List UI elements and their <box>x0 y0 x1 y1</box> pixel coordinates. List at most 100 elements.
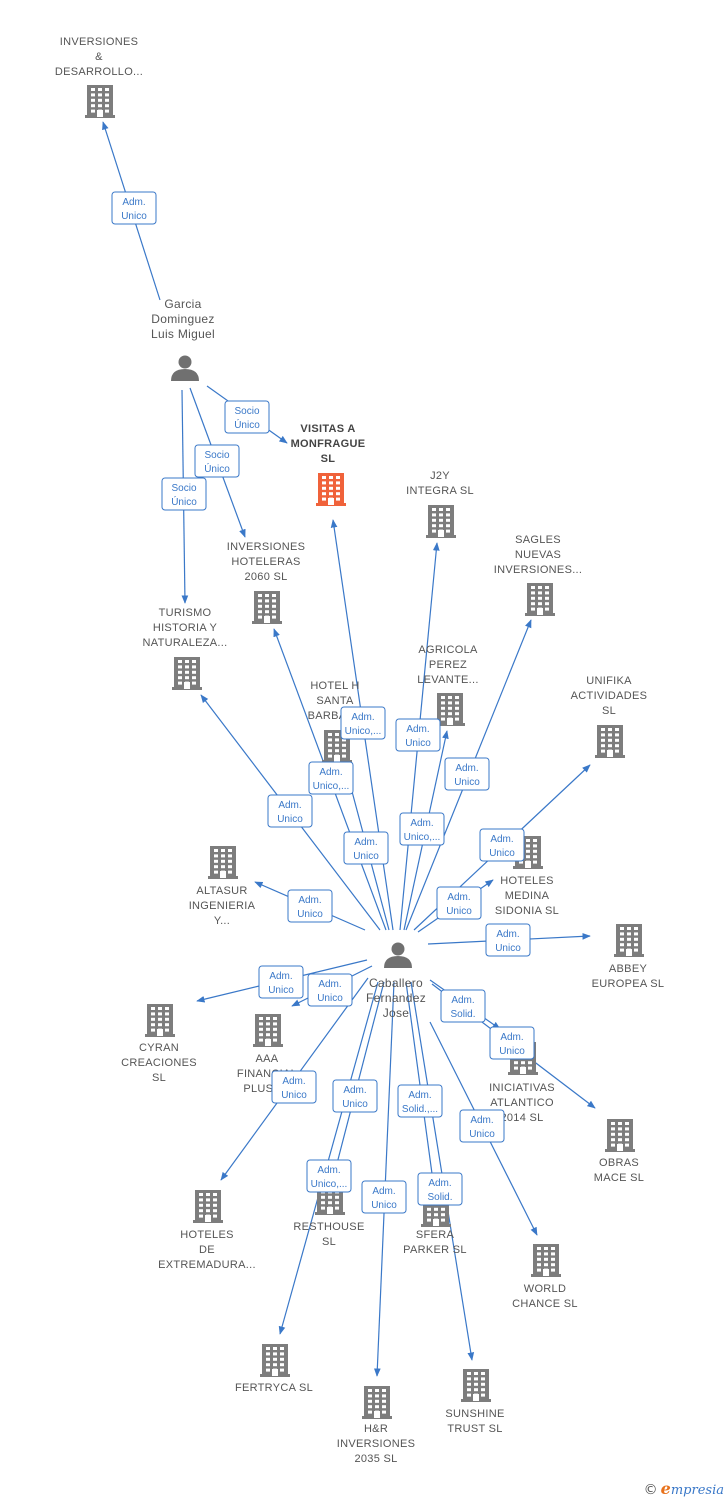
building-window <box>531 591 535 595</box>
building-window <box>448 701 452 705</box>
building-window <box>335 733 339 736</box>
node-agricola[interactable]: AGRICOLAPEREZLEVANTE... <box>417 644 478 726</box>
edge-label-caballero-to-hotel_santa[interactable]: Adm.Unico <box>343 831 389 865</box>
building-window <box>342 754 346 758</box>
edge-label-caballero-to-visitas[interactable]: Adm.Unico,... <box>340 706 386 740</box>
building-window <box>328 1195 332 1199</box>
edge-label-text: Socio <box>204 450 229 461</box>
building-door <box>157 1029 163 1036</box>
edge-label-caballero-to-aaa[interactable]: Adm.Unico <box>307 973 353 1007</box>
edge-label-caballero-to-unifika[interactable]: Adm.Unico <box>479 828 525 862</box>
building-window <box>266 1347 270 1350</box>
node-fertryca[interactable]: FERTRYCA SL <box>235 1344 313 1394</box>
edge-label-caballero-to-abbey[interactable]: Adm.Unico <box>485 923 531 957</box>
edge-label-box <box>308 761 354 795</box>
node-hoteles_extremadura[interactable]: HOTELESDEEXTREMADURA... <box>158 1190 256 1271</box>
edge-label-caballero-to-altasur[interactable]: Adm.Unico <box>287 889 333 923</box>
logo-text: mpresia <box>670 1483 724 1498</box>
edge-label-caballero-to-sunshine[interactable]: Adm.Solid. <box>417 1172 463 1206</box>
person-icon <box>171 355 199 381</box>
edge-label-caballero-to-hr[interactable]: Adm.Unico <box>361 1180 407 1214</box>
building-window <box>620 932 624 936</box>
edge-label-caballero-to-iniciativas[interactable]: Adm.Solid. <box>440 989 486 1023</box>
edge-label-box <box>436 886 482 920</box>
building-window <box>467 1393 471 1397</box>
building-window <box>265 594 269 597</box>
edge-label-caballero-to-resthouse[interactable]: Adm.Unico <box>332 1079 378 1113</box>
building-window <box>151 1023 155 1027</box>
building-window <box>192 665 196 669</box>
edge-label-text: Unico,... <box>311 1179 348 1190</box>
building-window <box>601 744 605 748</box>
node-sagles[interactable]: SAGLESNUEVASINVERSIONES... <box>494 534 583 616</box>
node-label: MEDINA <box>505 890 550 902</box>
edge-label-box <box>306 1159 352 1193</box>
building-window <box>259 1022 263 1026</box>
edge-label-text: Unico <box>297 909 323 920</box>
node-label: EUROPEA SL <box>592 978 665 990</box>
edge-label-box <box>332 1079 378 1113</box>
node-inversiones_desarrollo[interactable]: INVERSIONES&DESARROLLO... <box>55 36 143 118</box>
node-label: MONFRAGUE <box>291 438 366 450</box>
building-window <box>214 859 218 863</box>
building-window <box>91 109 95 113</box>
node-label: Caballero <box>369 976 423 990</box>
building-window <box>611 1143 615 1147</box>
building-window <box>105 104 109 108</box>
edge-label-caballero-to-inv_hoteleras[interactable]: Adm.Unico,... <box>308 761 354 795</box>
building-window <box>185 670 189 674</box>
edge-label-caballero-to-sagles[interactable]: Adm.Unico <box>444 757 490 791</box>
edge-label-caballero-to-obras[interactable]: Adm.Unico <box>489 1026 535 1060</box>
building-door <box>520 1067 526 1074</box>
edge-label-caballero-to-j2y[interactable]: Adm.Unico <box>395 718 441 752</box>
building-window <box>272 594 276 597</box>
edge-label-caballero-to-sfera[interactable]: Adm.Solid.,... <box>397 1084 443 1118</box>
building-icon <box>461 1369 491 1402</box>
empresia-logo[interactable]: ©empresia <box>644 1479 724 1498</box>
building-window <box>273 1363 277 1367</box>
building-window <box>266 1017 270 1020</box>
building-window <box>178 681 182 685</box>
building-window <box>266 1357 270 1361</box>
building-window <box>214 865 218 869</box>
building-window <box>608 728 612 731</box>
node-label: SL <box>321 453 336 465</box>
edge-label-text: Unico <box>277 814 303 825</box>
building-window <box>608 738 612 742</box>
node-label: ATLANTICO <box>490 1097 554 1109</box>
node-altasur[interactable]: ALTASURINGENIERIAY... <box>189 846 256 927</box>
building-window <box>551 1257 555 1261</box>
building-window <box>335 1195 339 1199</box>
edge-label-caballero-to-cyran[interactable]: Adm.Unico <box>258 965 304 999</box>
edge-label-caballero-to-hoteles_medina[interactable]: Adm.Unico <box>436 886 482 920</box>
edge-label-garcia-to-inversiones_desarrollo[interactable]: Adm.Unico <box>111 191 157 225</box>
building-window <box>335 1206 339 1210</box>
person-head <box>178 355 192 369</box>
edge-label-caballero-to-agricola[interactable]: Adm.Unico,... <box>399 812 445 846</box>
building-window <box>280 1368 284 1372</box>
building-window <box>165 1007 169 1010</box>
node-label: Luis Miguel <box>151 327 215 341</box>
edge-label-caballero-to-turismo[interactable]: Adm.Unico <box>267 794 313 828</box>
edge-label-caballero-to-hoteles_extremadura[interactable]: Adm.Unico <box>271 1070 317 1104</box>
building-window <box>221 849 225 852</box>
edge-label-caballero-to-fertryca[interactable]: Adm.Unico,... <box>306 1159 352 1193</box>
edge-label-caballero-to-world[interactable]: Adm.Unico <box>459 1109 505 1143</box>
